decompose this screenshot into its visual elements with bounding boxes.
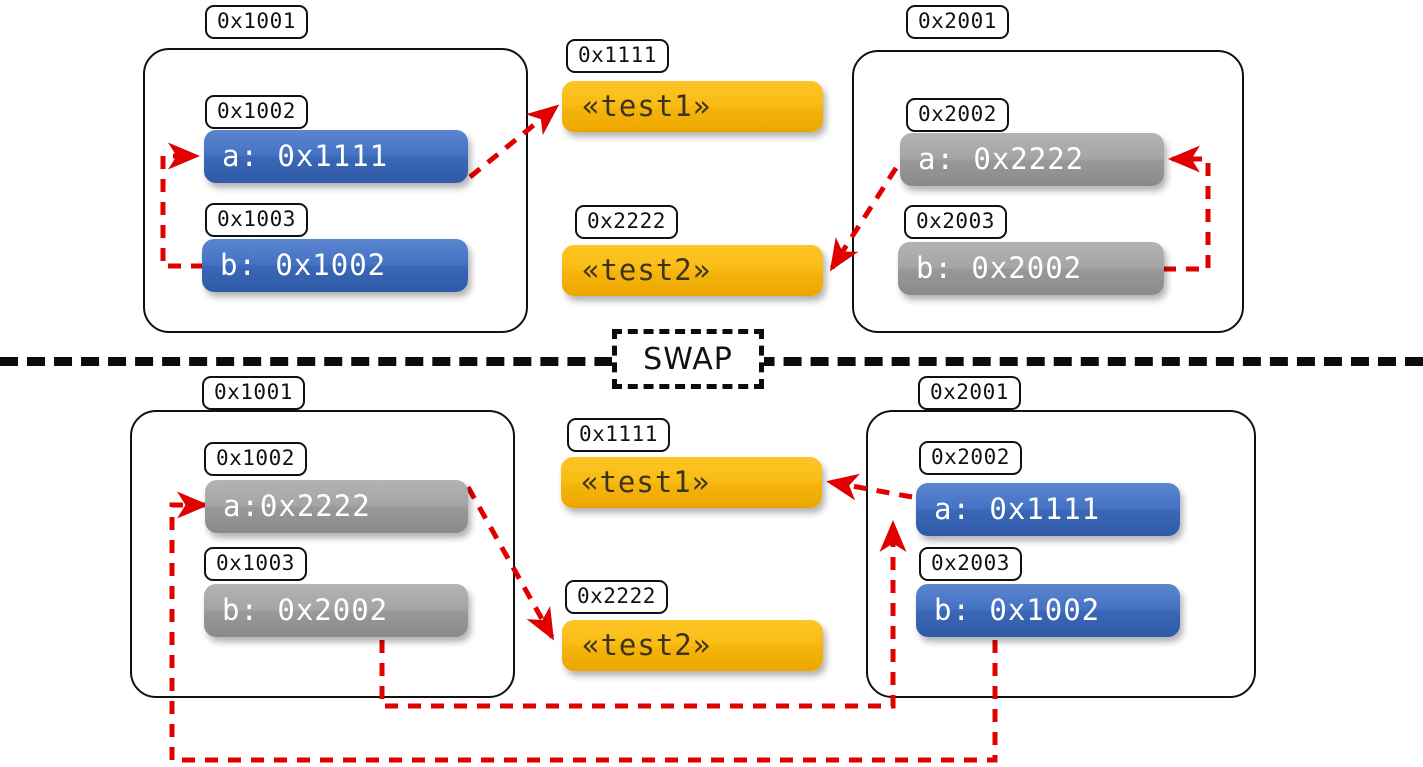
before-left-slot0-address: 0x1002 — [205, 95, 308, 129]
after-left-frame — [130, 410, 515, 698]
after-right-frame-address: 0x2001 — [918, 376, 1021, 410]
before-left-slot1-address: 0x1003 — [205, 203, 308, 237]
after-heap1-address: 0x2222 — [565, 580, 668, 614]
after-heap0-address: 0x1111 — [567, 418, 670, 452]
after-heap1-value: «test2» — [562, 620, 823, 671]
before-heap1-value: «test2» — [562, 245, 823, 296]
after-left-slot0-address: 0x1002 — [204, 442, 307, 476]
before-right-frame-address: 0x2001 — [906, 5, 1009, 39]
before-left-slot1-value: b: 0x1002 — [202, 239, 468, 292]
after-right-slot0-address: 0x2002 — [919, 441, 1022, 475]
after-left-frame-address: 0x1001 — [202, 376, 305, 410]
before-heap0-address: 0x1111 — [566, 39, 669, 73]
before-heap0-value: «test1» — [562, 81, 823, 132]
before-left-slot0-value: a: 0x1111 — [204, 130, 468, 183]
after-right-slot1-address: 0x2003 — [919, 547, 1022, 581]
after-right-slot1-value: b: 0x1002 — [916, 584, 1180, 637]
before-right-slot1-address: 0x2003 — [904, 205, 1007, 239]
swap-label-box: SWAP — [612, 329, 764, 389]
before-right-slot1-value: b: 0x2002 — [898, 242, 1164, 295]
after-left-slot1-value: b: 0x2002 — [204, 584, 468, 637]
after-left-slot0-value: a:0x2222 — [205, 480, 468, 533]
before-left-frame-address: 0x1001 — [205, 5, 308, 39]
after-right-slot0-value: a: 0x1111 — [916, 483, 1180, 536]
after-left-slot1-address: 0x1003 — [204, 547, 307, 581]
before-heap1-address: 0x2222 — [575, 205, 678, 239]
after-heap0-value: «test1» — [561, 457, 822, 508]
before-right-slot0-address: 0x2002 — [906, 98, 1009, 132]
swap-label: SWAP — [643, 341, 733, 377]
before-right-slot0-value: a: 0x2222 — [900, 133, 1164, 186]
